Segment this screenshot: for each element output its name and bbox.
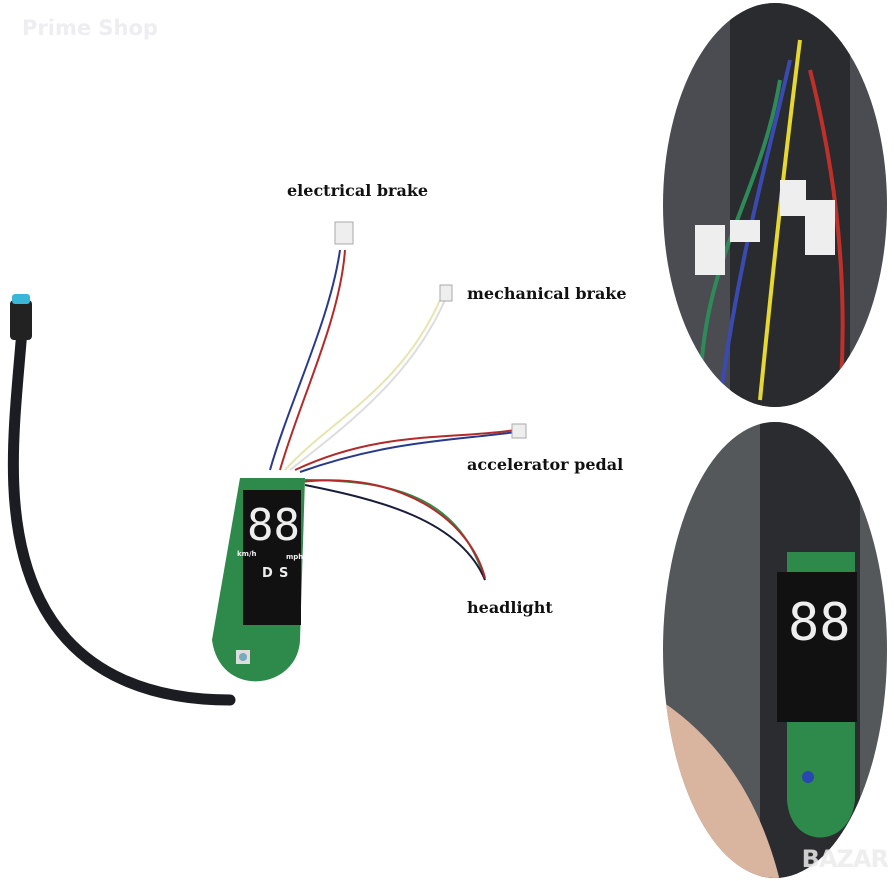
speed-digits: 88 — [247, 500, 300, 551]
main-cable — [7, 324, 236, 706]
connector-plug — [10, 300, 32, 340]
unit-mph: mph — [286, 553, 303, 561]
mode-s: S — [279, 566, 288, 581]
installed-photo-top — [663, 3, 887, 407]
dashboard-board: 88 km/h mph D S — [212, 478, 305, 682]
bazar-logo: BAZAR — [801, 845, 889, 873]
installed-photo-bottom: 88 — [663, 422, 887, 878]
mode-d: D — [262, 566, 273, 581]
unit-kmh: km/h — [237, 550, 257, 558]
label-electrical-brake: electrical brake — [287, 181, 429, 200]
watermark: Prime Shop — [22, 16, 158, 40]
label-accelerator-pedal: accelerator pedal — [467, 455, 624, 474]
label-mechanical-brake: mechanical brake — [467, 284, 627, 303]
svg-text:88: 88 — [788, 593, 851, 653]
label-headlight: headlight — [467, 598, 553, 617]
